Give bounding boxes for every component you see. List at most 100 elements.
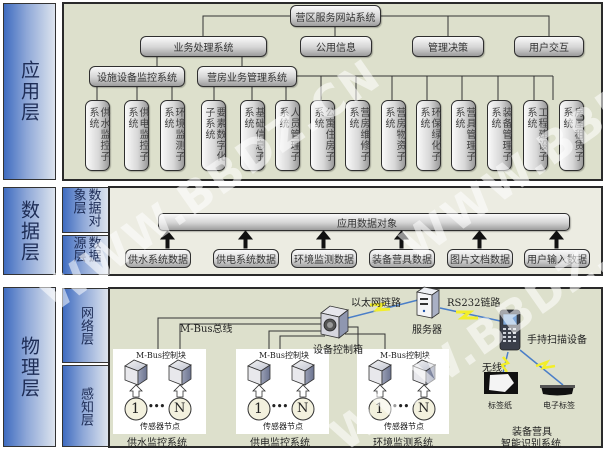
rs232-link: [439, 307, 506, 323]
arrow-up-icon: [237, 230, 254, 249]
root-system-box[interactable]: 营区服务网站系统: [290, 5, 381, 27]
data-source-box[interactable]: 用户输入数据: [524, 249, 590, 268]
arrow-up-icon: [548, 230, 565, 249]
sensor-nodes-label: 传感器节点: [140, 422, 180, 431]
control-box-icon: [320, 305, 349, 339]
subsystem-box[interactable]: 营房物资子系统: [381, 100, 406, 171]
wireless-label: 无线: [482, 363, 502, 374]
module-cube-icon: [247, 359, 271, 386]
subsystem-box[interactable]: 装备管理子系统: [487, 100, 512, 171]
arrow-up-icon: [315, 230, 332, 249]
mbus-bus-label: M-Bus总线: [180, 324, 233, 335]
module-cube-icon: [368, 359, 392, 386]
monitor-system-label: 供水监控系统: [127, 438, 187, 449]
arrow-up-icon: [159, 230, 176, 249]
arrow-up-icon: [471, 230, 488, 249]
sensor-node-first-label: 1: [254, 401, 263, 417]
module-cube-icon: [124, 359, 148, 386]
sensor-node-last-label: N: [418, 401, 430, 416]
sensor-group-power: [236, 349, 329, 434]
data-source-box[interactable]: 供水系统数据: [125, 249, 191, 268]
sensor-nodes-label: 传感器节点: [263, 422, 303, 431]
server-label: 服务器: [412, 325, 442, 336]
subsystem-box[interactable]: 环保绿化子系统: [416, 100, 441, 171]
subsystem-box[interactable]: 房屋租赁子系统: [559, 100, 584, 171]
subsystem-box[interactable]: 工程建设子系统: [523, 100, 548, 171]
data-object-layer-label: 数据对象层: [62, 187, 109, 233]
control-box-label: 设备控制箱: [313, 345, 363, 356]
sensor-node-1: [368, 397, 392, 421]
sensor-node-1: [247, 397, 271, 421]
mbus-module-label: M-Bus控制块: [380, 351, 431, 360]
ellipsis-dots: •••: [392, 402, 410, 412]
arrow-up-outline-icon: [129, 384, 187, 398]
handheld-scanner-label: 手持扫描设备: [527, 335, 587, 346]
subsystem-box[interactable]: 供水监控子系统: [85, 100, 110, 171]
lightning-icon: [369, 302, 391, 312]
ellipsis-dots: •••: [148, 402, 166, 412]
sensor-node-first-label: 1: [131, 401, 140, 417]
data-arrows: [159, 230, 565, 249]
data-source-box[interactable]: 装备营具数据: [369, 249, 435, 268]
data-source-box[interactable]: 供电系统数据: [213, 249, 279, 268]
rs232-link-label: RS232链路: [447, 298, 501, 309]
arrow-up-outline-icon: [373, 384, 431, 398]
sensor-node-1: [124, 397, 148, 421]
sensor-node-last-label: N: [297, 401, 309, 416]
subsystem-box[interactable]: 供电监控子系统: [124, 100, 149, 171]
level2-box-decision[interactable]: 管理决策: [412, 36, 484, 57]
rfid-system-label-line1: 装备营具: [512, 427, 552, 438]
mbus-module-label: M-Bus控制块: [136, 351, 187, 360]
level2-box-user-interaction[interactable]: 用户交互: [514, 36, 584, 57]
sensor-group-water: [113, 349, 206, 434]
module-cube-icon: [291, 359, 315, 386]
electronic-tag-label: 电子标签: [543, 401, 575, 410]
subsystem-box[interactable]: 营具管理子系统: [451, 100, 476, 171]
lightning-icon: [456, 310, 478, 320]
monitor-system-label: 环境监测系统: [373, 438, 433, 449]
arrow-up-icon: [393, 230, 410, 249]
level2-box-business[interactable]: 业务处理系统: [140, 36, 267, 57]
sensing-layer-label: 感知层: [62, 365, 109, 447]
data-source-box[interactable]: 环境监测数据: [291, 249, 357, 268]
connector-root-business: [202, 15, 290, 36]
sensor-node-first-label: 1: [375, 401, 384, 417]
connector-root-user: [380, 15, 550, 36]
ellipsis-dots: •••: [271, 402, 289, 412]
rfid-system-label-line2: 智能识别系统: [501, 439, 561, 450]
subsystem-box[interactable]: 公寓住房子系统: [310, 100, 335, 171]
sensor-node-n: [412, 397, 436, 421]
application-data-object-bar[interactable]: 应用数据对象: [158, 213, 570, 231]
physical-layer-label: 物理层: [3, 287, 56, 447]
handheld-scanner-icon: [499, 309, 521, 351]
lightning-icon: [499, 356, 511, 373]
application-layer-label: 应用层: [3, 3, 56, 180]
lightning-icon: [535, 359, 556, 370]
subsystem-box[interactable]: 环境监测子系统: [160, 100, 185, 171]
subsystem-box[interactable]: 要素数字化子系统: [201, 100, 226, 171]
network-graphics: [320, 286, 575, 396]
electronic-tag-icon: [540, 385, 575, 396]
sensor-graphics: [124, 359, 436, 421]
level3-box-facility-monitor[interactable]: 设施设备监控系统: [89, 66, 185, 87]
mbus-module-label: M-Bus控制块: [259, 351, 310, 360]
level3-box-barracks-management[interactable]: 营房业务管理系统: [197, 66, 297, 87]
tag-paper-label: 标签纸: [488, 401, 512, 410]
sensor-nodes-label: 传感器节点: [384, 422, 424, 431]
ethernet-link-label: 以太网链路: [351, 298, 401, 309]
tag-paper-icon: [484, 372, 518, 394]
module-cube-icon: [412, 359, 436, 386]
arrow-up-outline-icon: [252, 384, 310, 398]
monitor-system-label: 供电监控系统: [250, 438, 310, 449]
subsystem-box[interactable]: 营房维修子系统: [345, 100, 370, 171]
sensor-node-n: [168, 397, 192, 421]
subsystem-box[interactable]: 人员管理子系统: [275, 100, 300, 171]
level2-box-public-info[interactable]: 公用信息: [300, 36, 372, 57]
subsystem-box[interactable]: 基础信息子系统: [240, 100, 265, 171]
server-icon: [416, 286, 440, 319]
module-cube-icon: [168, 359, 192, 386]
sensor-group-environment: [357, 349, 449, 434]
data-source-box[interactable]: 图片文档数据: [447, 249, 513, 268]
sensor-node-last-label: N: [174, 401, 186, 416]
data-layer-label: 数据层: [3, 187, 56, 275]
